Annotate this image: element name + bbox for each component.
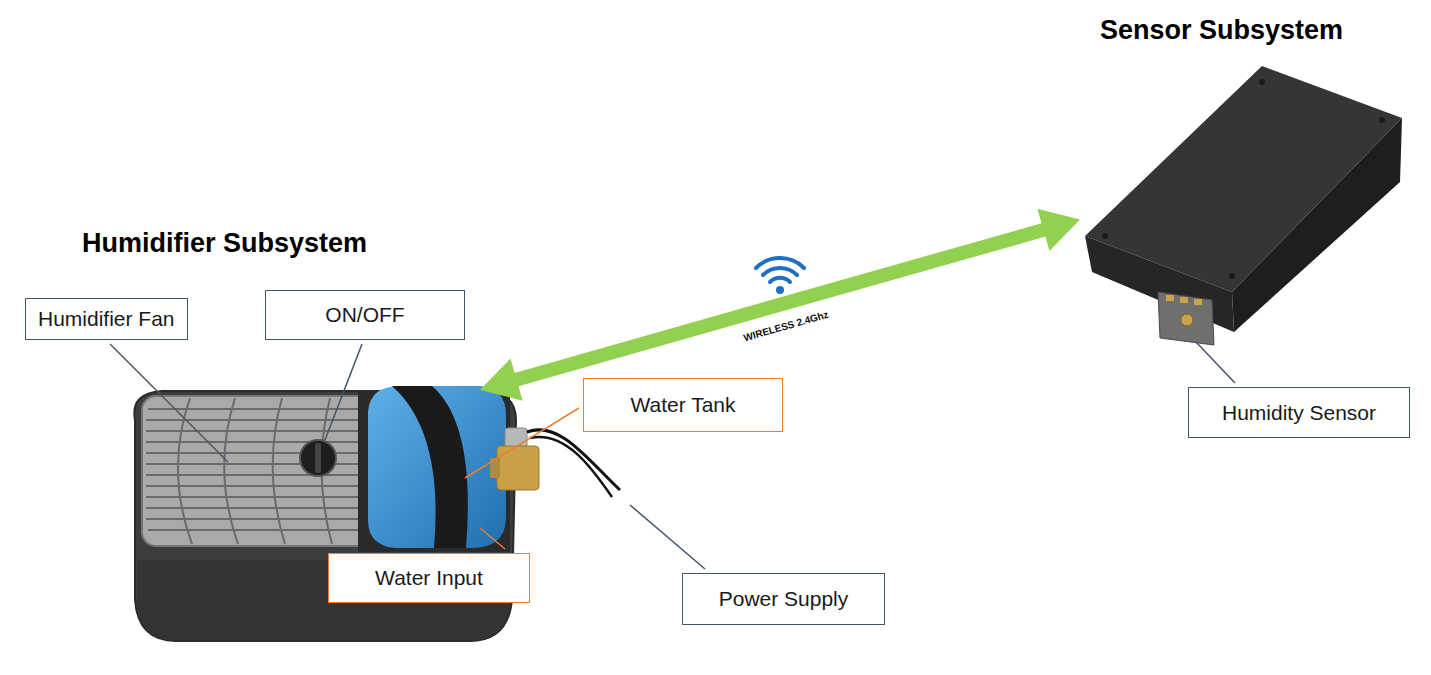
screw <box>1102 233 1108 239</box>
sensor-module <box>1158 292 1214 345</box>
fan-grille <box>142 396 388 546</box>
leader-line <box>110 344 228 462</box>
wifi-arc <box>763 268 797 275</box>
grille-bars <box>146 398 384 544</box>
screw <box>1379 117 1385 123</box>
sensor-pin <box>1166 295 1174 301</box>
callout-box: ON/OFF <box>265 290 465 340</box>
humidifier-illustration <box>134 386 620 641</box>
callout-text: Humidity Sensor <box>1222 401 1376 425</box>
callout-text: Power Supply <box>719 587 849 611</box>
leader-line <box>465 408 579 478</box>
power-cord <box>530 437 612 497</box>
leader-line <box>325 344 362 440</box>
screw <box>1259 79 1265 85</box>
leader-line <box>480 528 505 549</box>
sensor-box-side <box>1232 118 1402 332</box>
on-off-knob <box>300 440 336 476</box>
callout-text: Humidifier Fan <box>38 307 175 331</box>
valve-top <box>505 428 527 448</box>
callout-box: Humidifier Fan <box>25 298 188 340</box>
wifi-arc <box>756 258 804 268</box>
edge-label: WIRELESS 2.4Ghz <box>740 308 831 344</box>
sensor-pin <box>1194 299 1202 305</box>
leader-line <box>1196 342 1235 383</box>
leader-lines <box>110 342 1235 569</box>
tank-handle <box>392 386 468 548</box>
sensor-pin <box>1180 297 1188 303</box>
callout-text: Water Tank <box>630 393 735 417</box>
callout-box: Water Input <box>328 553 530 603</box>
wifi-symbol <box>756 258 804 282</box>
wifi-dot <box>776 286 784 294</box>
water-tank <box>368 386 506 548</box>
subsystem-heading: Humidifier Subsystem <box>82 228 478 259</box>
wireless-link-arrow <box>480 209 1080 401</box>
sensor-illustration <box>1085 66 1402 345</box>
callout-text: Water Input <box>375 566 483 590</box>
power-cord <box>527 430 620 490</box>
knob-grip <box>315 443 321 473</box>
brass-valve <box>497 446 539 490</box>
subsystem-group: Sensor Subsystem <box>1080 5 1410 335</box>
callout-box: Humidity Sensor <box>1188 387 1410 438</box>
subsystem-heading: Sensor Subsystem <box>1100 15 1390 46</box>
leader-line <box>630 505 705 569</box>
callout-text: ON/OFF <box>325 303 404 327</box>
wifi-arc <box>770 278 790 282</box>
callout-box: Power Supply <box>682 573 885 625</box>
callout-box: Water Tank <box>583 378 783 432</box>
screw <box>1229 273 1235 279</box>
sensor-element <box>1181 314 1193 326</box>
